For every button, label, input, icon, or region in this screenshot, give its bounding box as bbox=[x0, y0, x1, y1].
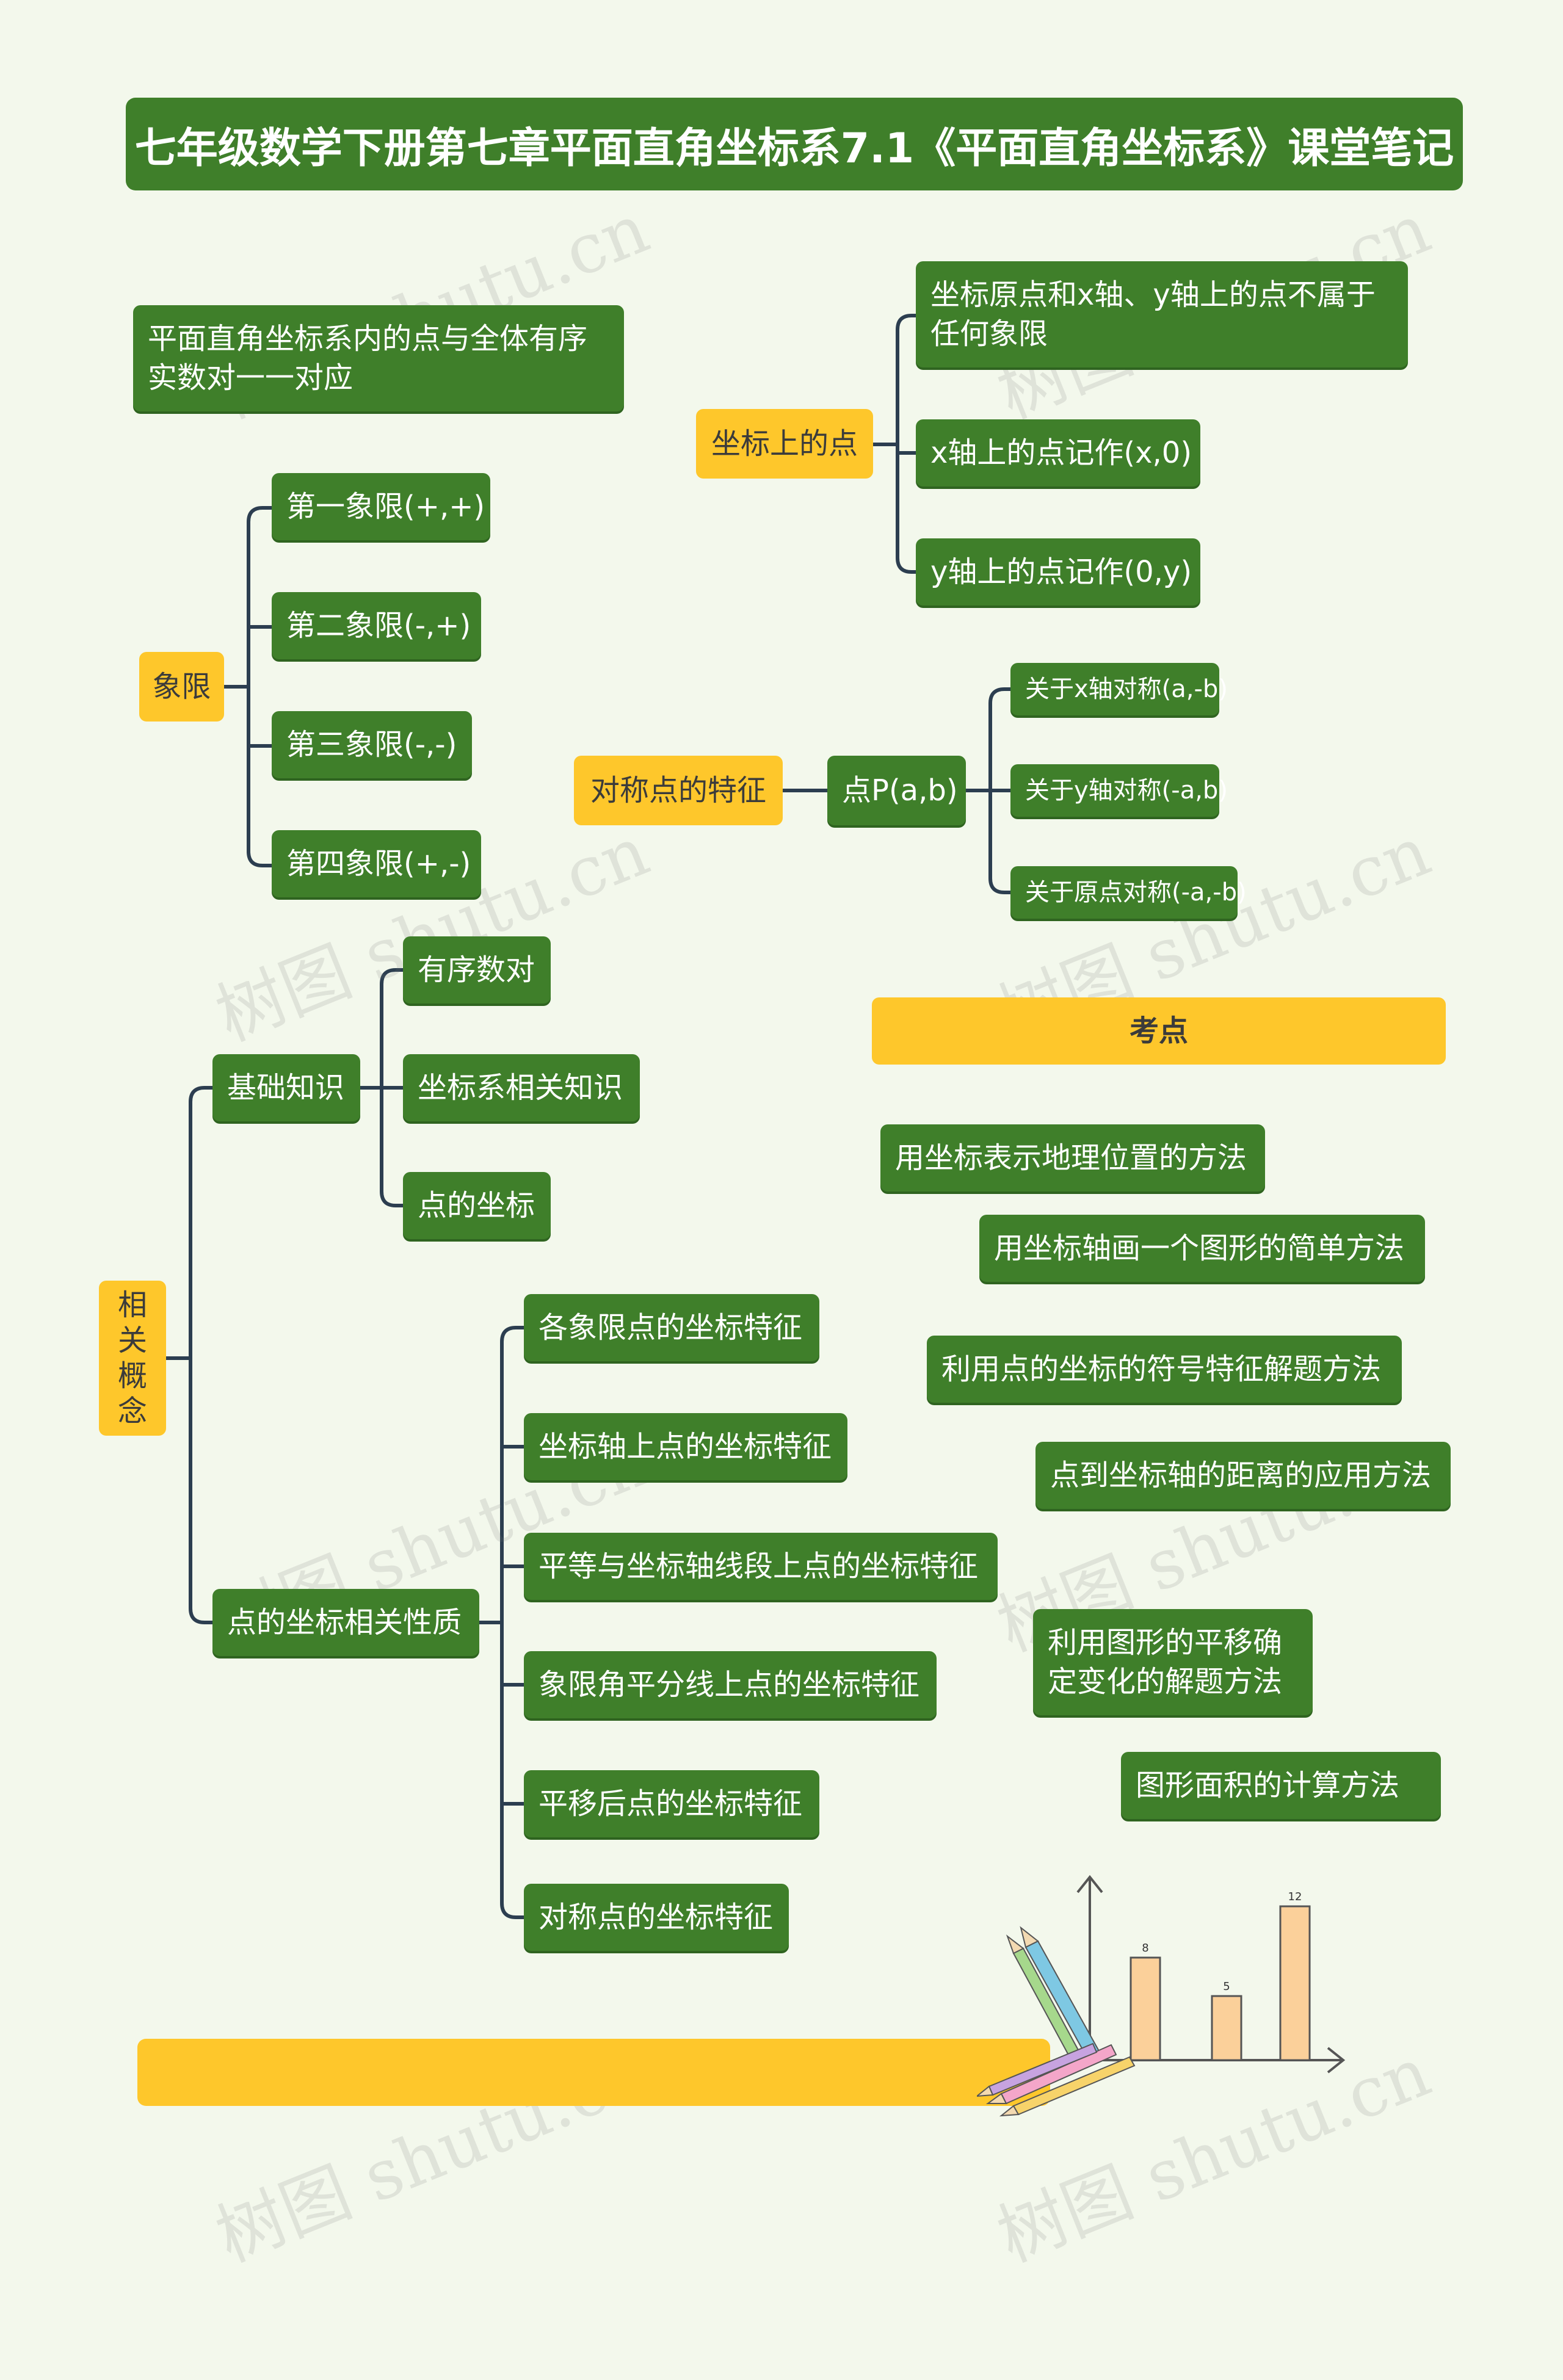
axis-point-item-1[interactable]: 坐标原点和x轴、y轴上的点不属于任何象限 bbox=[916, 261, 1408, 367]
property-item-text: 坐标轴上点的坐标特征 bbox=[539, 1430, 832, 1464]
connector-properties bbox=[477, 1326, 526, 1919]
properties-node[interactable]: 点的坐标相关性质 bbox=[212, 1589, 479, 1656]
basic-knowledge-label: 基础知识 bbox=[227, 1071, 345, 1105]
intro-text: 平面直角坐标系内的点与全体有序实数对一一对应 bbox=[148, 322, 588, 395]
concepts-label-char: 概 bbox=[117, 1359, 147, 1393]
exam-item-text: 点到坐标轴的距离的应用方法 bbox=[1050, 1458, 1432, 1492]
basic-item-text: 点的坐标 bbox=[418, 1188, 535, 1223]
exam-points-header[interactable]: 考点 bbox=[872, 997, 1446, 1065]
property-item-5[interactable]: 平移后点的坐标特征 bbox=[524, 1770, 819, 1837]
exam-item-text: 图形面积的计算方法 bbox=[1136, 1768, 1400, 1803]
exam-item-6[interactable]: 图形面积的计算方法 bbox=[1121, 1752, 1441, 1819]
connector-axis-points bbox=[871, 314, 918, 574]
axis-point-item-2[interactable]: x轴上的点记作(x,0) bbox=[916, 419, 1200, 486]
basic-item-text: 有序数对 bbox=[418, 953, 535, 987]
connector-symmetry bbox=[781, 687, 1012, 894]
quadrant-text: 第二象限(-,+) bbox=[286, 609, 471, 643]
quadrant-item-2[interactable]: 第二象限(-,+) bbox=[272, 592, 481, 659]
exam-item-1[interactable]: 用坐标表示地理位置的方法 bbox=[880, 1124, 1265, 1192]
property-item-text: 对称点的坐标特征 bbox=[539, 1900, 774, 1934]
quadrant-item-4[interactable]: 第四象限(+,-) bbox=[272, 830, 481, 897]
quadrant-node[interactable]: 象限 bbox=[139, 652, 224, 722]
symmetry-item-1[interactable]: 关于x轴对称(a,-b) bbox=[1010, 663, 1228, 715]
exam-item-text: 用坐标轴画一个图形的简单方法 bbox=[994, 1231, 1405, 1265]
axis-points-node[interactable]: 坐标上的点 bbox=[696, 409, 873, 479]
intro-node[interactable]: 平面直角坐标系内的点与全体有序实数对一一对应 bbox=[133, 305, 624, 411]
illustration-bar bbox=[1211, 1995, 1242, 2061]
footer-bar bbox=[137, 2039, 1050, 2106]
property-item-text: 平移后点的坐标特征 bbox=[539, 1787, 803, 1821]
property-item-1[interactable]: 各象限点的坐标特征 bbox=[524, 1294, 819, 1361]
symmetry-item-2[interactable]: 关于y轴对称(-a,b) bbox=[1010, 764, 1228, 817]
property-item-3[interactable]: 平等与坐标轴线段上点的坐标特征 bbox=[524, 1533, 998, 1600]
bar-chart-illustration: 8 5 12 bbox=[977, 1875, 1346, 2117]
property-item-text: 各象限点的坐标特征 bbox=[539, 1311, 803, 1345]
quadrant-text: 第三象限(-,-) bbox=[286, 728, 457, 762]
quadrant-item-1[interactable]: 第一象限(+,+) bbox=[272, 473, 490, 540]
quadrant-text: 第一象限(+,+) bbox=[286, 490, 485, 524]
symmetry-node[interactable]: 对称点的特征 bbox=[574, 756, 783, 825]
basic-item-1[interactable]: 有序数对 bbox=[403, 936, 551, 1004]
page-title: 七年级数学下册第七章平面直角坐标系7.1《平面直角坐标系》课堂笔记 bbox=[126, 98, 1463, 190]
concepts-label-char: 关 bbox=[117, 1323, 147, 1358]
axis-point-text: y轴上的点记作(0,y) bbox=[930, 555, 1192, 589]
property-item-text: 平等与坐标轴线段上点的坐标特征 bbox=[539, 1549, 979, 1583]
quadrant-text: 第四象限(+,-) bbox=[286, 847, 471, 881]
quadrant-label: 象限 bbox=[152, 670, 211, 704]
symmetry-label: 对称点的特征 bbox=[590, 773, 766, 808]
axis-points-label: 坐标上的点 bbox=[711, 427, 858, 461]
basic-item-3[interactable]: 点的坐标 bbox=[403, 1172, 551, 1239]
symmetry-point-label: 点P(a,b) bbox=[842, 773, 958, 808]
quadrant-item-3[interactable]: 第三象限(-,-) bbox=[272, 711, 472, 778]
properties-label: 点的坐标相关性质 bbox=[227, 1605, 462, 1640]
illustration-bar-label: 8 bbox=[1142, 1942, 1148, 1955]
illustration-y-axis bbox=[1076, 1875, 1103, 2060]
basic-item-text: 坐标系相关知识 bbox=[418, 1071, 623, 1105]
symmetry-text: 关于x轴对称(a,-b) bbox=[1025, 675, 1228, 703]
connector-quadrant bbox=[222, 506, 274, 867]
concepts-label-char: 念 bbox=[117, 1394, 147, 1428]
axis-point-item-3[interactable]: y轴上的点记作(0,y) bbox=[916, 538, 1200, 606]
exam-points-label: 考点 bbox=[1129, 1014, 1188, 1048]
exam-item-text: 利用图形的平移确定变化的解题方法 bbox=[1048, 1626, 1283, 1699]
illustration-bar bbox=[1130, 1956, 1161, 2061]
illustration-bar-label: 12 bbox=[1288, 1890, 1302, 1903]
exam-item-4[interactable]: 点到坐标轴的距离的应用方法 bbox=[1035, 1442, 1451, 1509]
symmetry-text: 关于y轴对称(-a,b) bbox=[1025, 776, 1228, 805]
illustration-bar bbox=[1279, 1905, 1311, 2061]
concepts-node[interactable]: 相 关 概 念 bbox=[99, 1281, 166, 1436]
exam-item-text: 利用点的坐标的符号特征解题方法 bbox=[941, 1352, 1382, 1386]
property-item-6[interactable]: 对称点的坐标特征 bbox=[524, 1884, 789, 1951]
property-item-4[interactable]: 象限角平分线上点的坐标特征 bbox=[524, 1651, 937, 1718]
concepts-label-char: 相 bbox=[117, 1288, 147, 1322]
axis-point-text: 坐标原点和x轴、y轴上的点不属于任何象限 bbox=[930, 278, 1376, 351]
property-item-2[interactable]: 坐标轴上点的坐标特征 bbox=[524, 1413, 847, 1480]
basic-knowledge-node[interactable]: 基础知识 bbox=[212, 1054, 360, 1121]
axis-point-text: x轴上的点记作(x,0) bbox=[930, 436, 1192, 470]
symmetry-item-3[interactable]: 关于原点对称(-a,-b) bbox=[1010, 866, 1247, 919]
symmetry-text: 关于原点对称(-a,-b) bbox=[1025, 878, 1247, 906]
property-item-text: 象限角平分线上点的坐标特征 bbox=[539, 1668, 920, 1702]
exam-item-2[interactable]: 用坐标轴画一个图形的简单方法 bbox=[979, 1215, 1425, 1282]
exam-item-3[interactable]: 利用点的坐标的符号特征解题方法 bbox=[927, 1336, 1402, 1403]
exam-item-5[interactable]: 利用图形的平移确定变化的解题方法 bbox=[1033, 1609, 1313, 1715]
connector-concepts bbox=[164, 1086, 214, 1624]
basic-item-2[interactable]: 坐标系相关知识 bbox=[403, 1054, 640, 1121]
pencil-icon bbox=[977, 1926, 1136, 2117]
exam-item-text: 用坐标表示地理位置的方法 bbox=[895, 1141, 1247, 1175]
illustration-bar-label: 5 bbox=[1223, 1980, 1230, 1993]
symmetry-point-node[interactable]: 点P(a,b) bbox=[827, 756, 966, 825]
connector-basic bbox=[358, 968, 405, 1207]
